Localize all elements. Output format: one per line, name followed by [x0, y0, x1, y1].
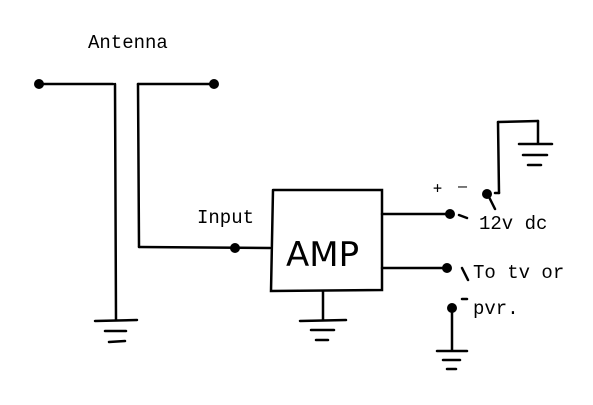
amp-ground-symbol	[298, 289, 348, 342]
antenna-label: Antenna	[88, 32, 168, 54]
power-ground-symbol	[517, 142, 554, 167]
minus-label: –	[458, 177, 468, 195]
power-label: 12v dc	[479, 213, 547, 235]
power-terminal	[380, 209, 469, 220]
output-label-line2: pvr.	[473, 298, 519, 320]
input-label: Input	[197, 207, 254, 229]
plus-label: +	[433, 179, 442, 197]
antenna-left-element	[34, 79, 118, 322]
output-label-line1: To tv or	[473, 262, 564, 284]
amplifier-block	[269, 188, 384, 293]
antenna-right-element	[136, 79, 272, 253]
output-switch-contact	[447, 297, 469, 352]
antenna-ground-symbol	[93, 318, 139, 344]
output-ground-symbol	[435, 349, 469, 371]
power-switch-contact	[482, 119, 540, 211]
output-terminal	[380, 263, 470, 282]
amp-label: AMP	[286, 235, 359, 275]
